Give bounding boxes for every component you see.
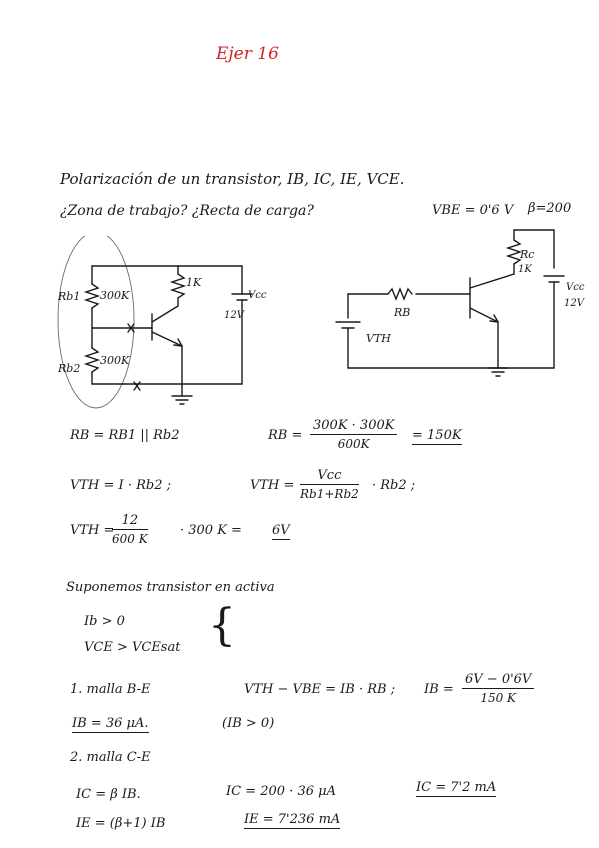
vth-fraction: Vcc Rb1+Rb2 xyxy=(300,468,359,501)
vth-result: 6V xyxy=(272,523,290,540)
ic-calculation: IC = 200 · 36 μA xyxy=(226,784,336,799)
vcc-left-value-label: 12V xyxy=(224,310,246,321)
ic-result: IC = 7'2 mA xyxy=(416,780,497,797)
voltage-divider-circuit: Rb1 300K Rb2 300K 1K Vcc 12V xyxy=(57,236,267,409)
assumption-brace-icon: { xyxy=(208,600,236,651)
ie-result: IE = 7'236 mA xyxy=(244,812,341,829)
mesh1-equation: VTH − VBE = IB · RB ; xyxy=(244,682,396,697)
ib-result: IB = 36 μA. xyxy=(72,716,149,733)
statement-line-2: ¿Zona de trabajo? ¿Recta de carga? xyxy=(60,203,314,219)
vth-numeric-lhs: VTH = xyxy=(70,523,115,538)
vth-source-label: VTH xyxy=(366,332,391,345)
vth-numeric-numerator: 12 xyxy=(112,513,148,530)
ie-definition: IE = (β+1) IB xyxy=(76,816,166,831)
beta-value: β=200 xyxy=(528,201,572,216)
rb-definition: RB = RB1 || Rb2 xyxy=(70,428,180,443)
vth-fraction-denominator: Rb1+Rb2 xyxy=(300,487,359,501)
rb-fraction-denominator: 600K xyxy=(337,437,370,451)
rb2-name-label: Rb2 xyxy=(57,362,80,375)
vbe-value: VBE = 0'6 V xyxy=(432,203,514,218)
assumption-condition-ib: Ib > 0 xyxy=(84,614,125,629)
ib-fraction-numerator: 6V − 0'6V xyxy=(462,672,535,689)
vth-numeric-denominator: 600 K xyxy=(112,532,148,546)
rb-fraction: 300K · 300K 600K xyxy=(310,418,398,451)
page-title: Ejer 16 xyxy=(216,44,279,64)
rb-right-name-label: RB xyxy=(393,306,410,319)
mesh1-label: 1. malla B-E xyxy=(70,682,151,697)
rc-right-name-label: Rc xyxy=(519,248,534,261)
vth-definition: VTH = I · Rb2 ; xyxy=(70,478,171,493)
vth-fraction-numerator: Vcc xyxy=(300,468,359,485)
assumption-heading: Suponemos transistor en activa xyxy=(66,580,275,595)
thevenin-equivalent-circuit: Rc 1K RB VTH Vcc 12V xyxy=(335,229,586,377)
rb-result: = 150K xyxy=(412,428,462,445)
vth-lhs: VTH = xyxy=(250,478,295,493)
mesh2-label: 2. malla C-E xyxy=(70,750,151,765)
statement-line-1: Polarización de un transistor, IB, IC, I… xyxy=(60,170,405,188)
rb2-value-label: 300K xyxy=(100,354,130,367)
ic-definition: IC = β IB. xyxy=(76,787,141,802)
rb-fraction-numerator: 300K · 300K xyxy=(310,418,398,435)
ib-fraction-denominator: 150 K xyxy=(480,691,516,705)
rb-lhs: RB = xyxy=(268,428,303,443)
rb1-name-label: Rb1 xyxy=(57,290,80,303)
vcc-left-name-label: Vcc xyxy=(248,290,267,301)
rc-left-value-label: 1K xyxy=(186,276,202,289)
ib-lhs: IB = xyxy=(424,682,454,697)
rc-right-value-label: 1K xyxy=(518,264,532,275)
vcc-right-value-label: 12V xyxy=(564,298,586,309)
ib-condition: (IB > 0) xyxy=(222,716,275,731)
rb1-value-label: 300K xyxy=(100,289,130,302)
vth-numeric-fraction: 12 600 K xyxy=(112,513,148,546)
vcc-right-name-label: Vcc xyxy=(566,282,585,293)
assumption-condition-vce: VCE > VCEsat xyxy=(84,640,181,655)
ib-fraction: 6V − 0'6V 150 K xyxy=(462,672,535,705)
vth-rest: · Rb2 ; xyxy=(372,478,416,493)
vth-numeric-middle: · 300 K = xyxy=(180,523,242,538)
